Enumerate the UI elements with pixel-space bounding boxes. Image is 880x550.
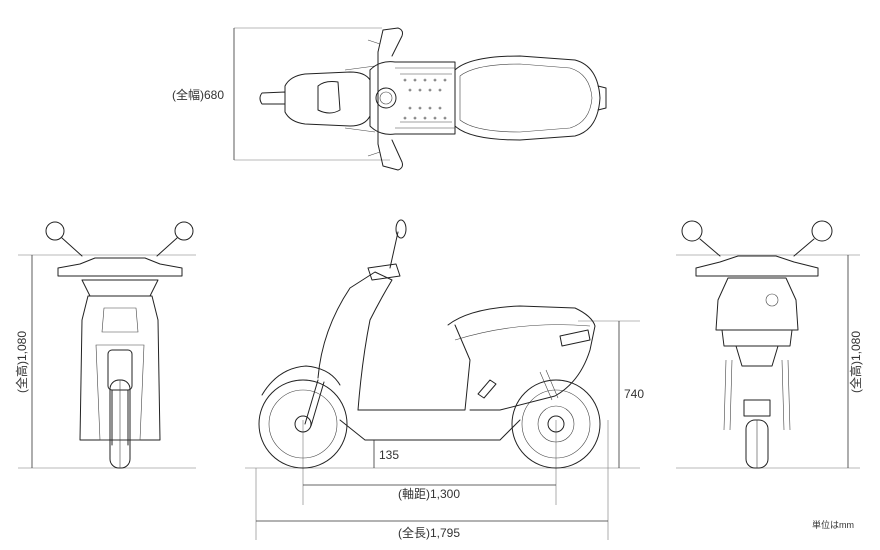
overall-height-rear-label: (全高)1,080 [849,330,863,394]
overall-height-front-label: (全高)1,080 [15,330,29,394]
ground-clearance-label: 135 [379,448,400,462]
top-view [233,27,607,171]
seat-height-label: 740 [624,387,645,401]
rear-view [676,220,860,469]
overall-width-label: (全幅)680 [172,88,225,102]
wheelbase-label: (軸距)1,300 [398,487,461,501]
overall-length-label: (全長)1,795 [398,526,461,540]
front-view [18,221,196,469]
side-view [245,219,640,540]
unit-note: 単位はmm [812,520,854,530]
